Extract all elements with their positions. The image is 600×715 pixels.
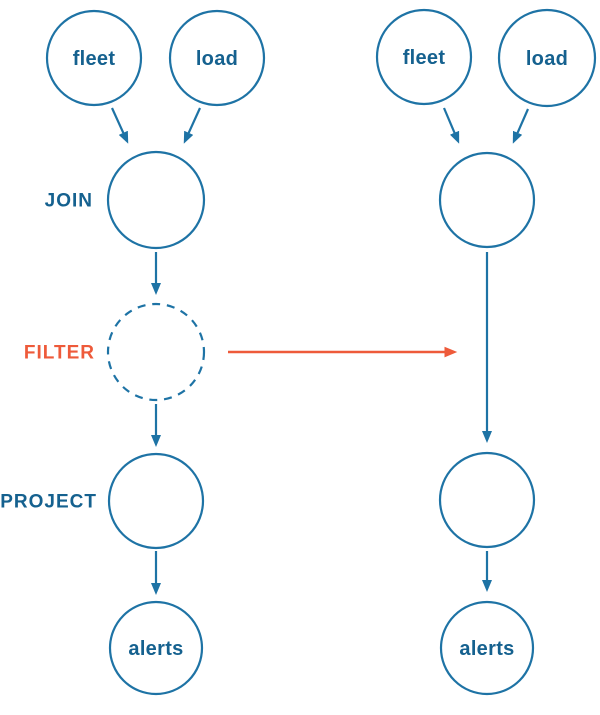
edge-load-to-join-right bbox=[512, 108, 530, 144]
alerts-node-label-right: alerts bbox=[459, 638, 514, 660]
fleet-node-label-right: fleet bbox=[403, 47, 446, 69]
edge-load-to-join-left bbox=[183, 107, 202, 144]
alerts-node-label-left: alerts bbox=[128, 638, 183, 660]
load-node-left bbox=[168, 9, 266, 107]
join-node-left bbox=[106, 150, 206, 250]
edge-fleet-to-join-left bbox=[110, 107, 129, 144]
project-node-right bbox=[438, 451, 536, 549]
fleet-node-right bbox=[375, 8, 473, 106]
fleet-node-left bbox=[45, 9, 143, 107]
filter-stage-label: FILTER bbox=[24, 343, 95, 364]
load-node-right bbox=[497, 8, 597, 108]
filter-node-dashed-left bbox=[106, 302, 206, 402]
project-stage-label: PROJECT bbox=[0, 492, 97, 513]
fleet-node-label-left: fleet bbox=[73, 48, 116, 70]
alerts-node-right bbox=[439, 600, 535, 696]
left-pipeline: fleet load alerts JOIN FILTER PROJECT bbox=[0, 9, 266, 696]
join-stage-label: JOIN bbox=[45, 191, 93, 212]
join-node-right bbox=[438, 151, 536, 249]
load-node-label-left: load bbox=[196, 48, 238, 70]
project-node-left bbox=[107, 452, 205, 550]
right-pipeline: fleet load alerts bbox=[375, 8, 597, 696]
load-node-label-right: load bbox=[526, 48, 568, 70]
alerts-node-left bbox=[108, 600, 204, 696]
edge-fleet-to-join-right bbox=[442, 107, 460, 144]
